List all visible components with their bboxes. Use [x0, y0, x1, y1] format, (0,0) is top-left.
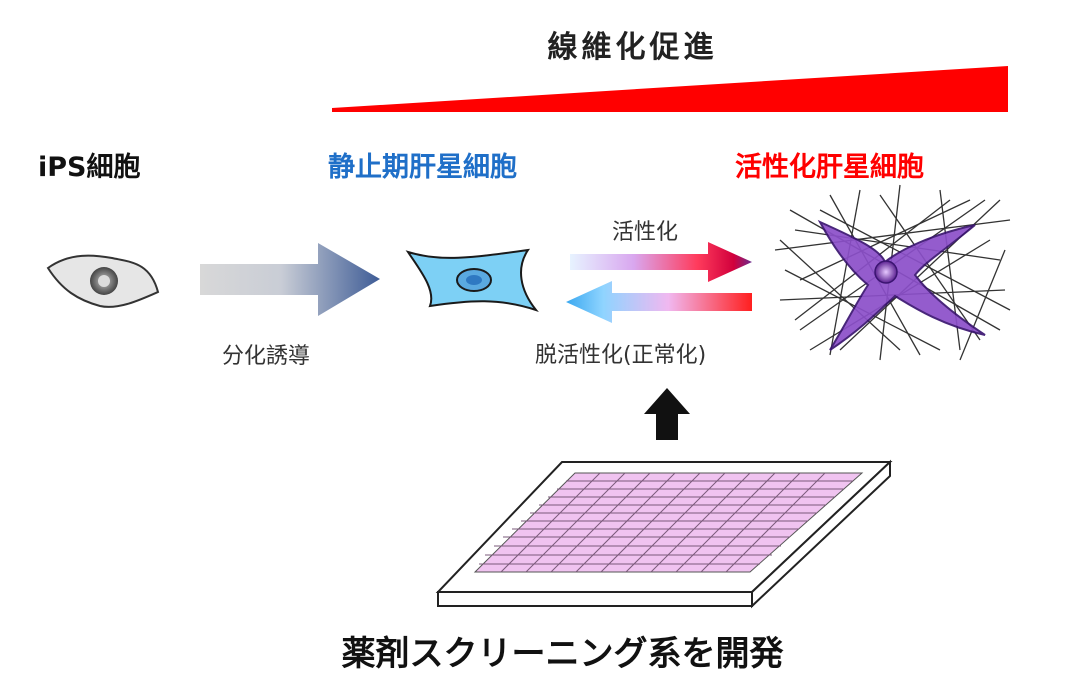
ips-cell-icon [46, 254, 160, 308]
activation-label: 活性化 [612, 220, 679, 245]
screening-system-caption: 薬剤スクリーニング系を開発 [341, 634, 784, 674]
differentiation-arrow [200, 243, 380, 316]
quiescent-stellate-cell-icon [405, 248, 539, 313]
quiescent-stellate-label: 静止期肝星細胞 [328, 152, 517, 183]
activated-stellate-label: 活性化肝星細胞 [735, 152, 924, 183]
well-grid [473, 472, 864, 573]
fibrosis-gradient-wedge [332, 66, 1008, 112]
deactivation-arrow [566, 281, 752, 323]
deactivation-label: 脱活性化(正常化) [535, 343, 707, 368]
screening-plate-icon [435, 459, 893, 609]
activation-arrow [570, 242, 752, 282]
activated-stellate-cell-icon [774, 184, 1011, 361]
ips-cell-label: iPS細胞 [38, 152, 141, 183]
up-arrow [644, 388, 690, 440]
fibrosis-promotion-title: 線維化促進 [547, 30, 718, 65]
differentiation-label: 分化誘導 [222, 344, 311, 369]
